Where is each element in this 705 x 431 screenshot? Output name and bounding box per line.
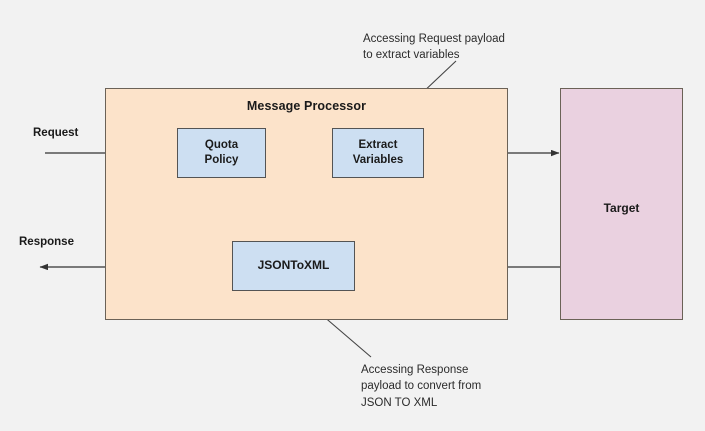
extract-variables-label-line2: Variables: [352, 154, 404, 166]
policy-box-quota-policy[interactable]: Quota Policy: [177, 128, 266, 178]
message-processor-title: Message Processor: [246, 99, 367, 113]
target-label: Target: [603, 201, 640, 215]
request-flow-label: Request: [33, 127, 79, 139]
policy-box-jsontoxml[interactable]: JSONToXML: [232, 241, 355, 291]
response-annotation-text: Accessing Response payload to convert fr…: [361, 364, 482, 409]
request-annotation-text: Accessing Request payload to extract var…: [363, 33, 505, 62]
policy-box-extract-variables[interactable]: Extract Variables: [332, 128, 424, 178]
jsontoxml-label: JSONToXML: [257, 258, 330, 273]
extract-variables-label-line1: Extract: [358, 138, 398, 151]
quota-policy-label-line2: Policy: [204, 154, 239, 166]
response-flow-label: Response: [19, 236, 74, 248]
quota-policy-label-line1: Quota: [204, 138, 239, 151]
target-box[interactable]: [560, 88, 683, 320]
